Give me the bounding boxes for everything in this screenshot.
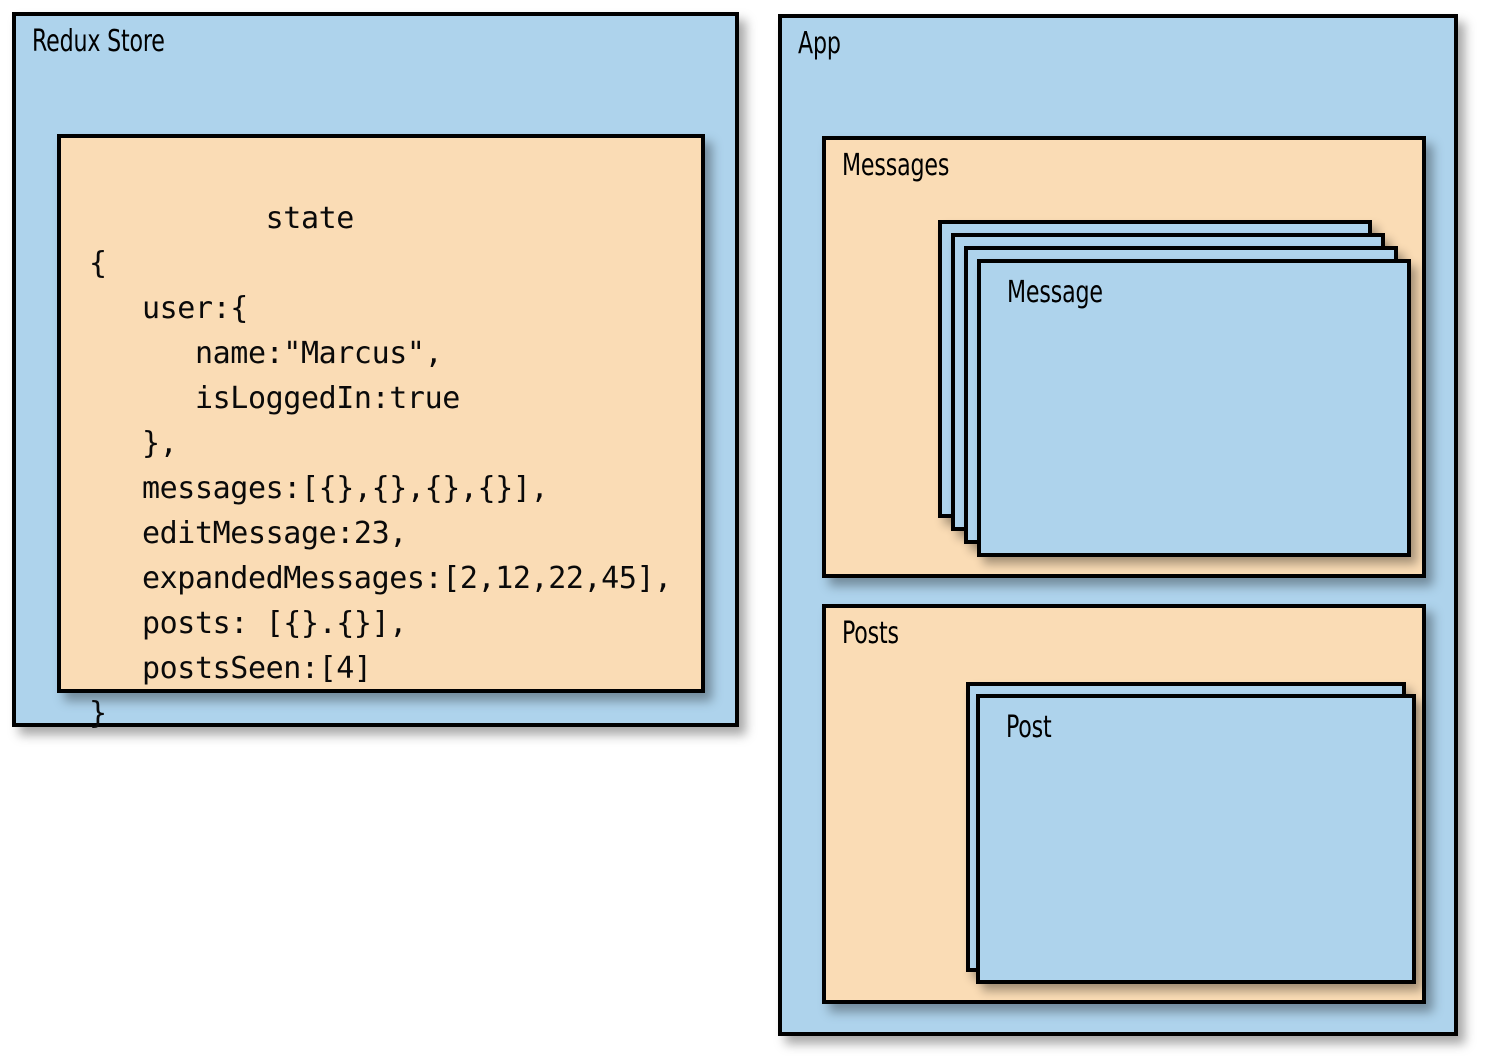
redux-store-title: Redux Store <box>32 24 165 59</box>
messages-title: Messages <box>842 148 950 183</box>
posts-container: Posts Post <box>822 604 1426 1004</box>
message-card-stack: Message <box>938 220 1418 560</box>
app-panel: App Messages Message Posts Post <box>778 14 1458 1036</box>
post-card-title: Post <box>1006 710 1052 745</box>
redux-store-panel: Redux Store state { user:{ name:"Marcus"… <box>12 12 739 731</box>
posts-title: Posts <box>842 616 899 651</box>
app-title: App <box>798 26 841 61</box>
message-card-title: Message <box>1007 275 1103 310</box>
post-card-stack: Post <box>966 682 1416 984</box>
state-code-text: state { user:{ name:"Marcus", isLoggedIn… <box>89 201 672 731</box>
state-code-box: state { user:{ name:"Marcus", isLoggedIn… <box>57 134 705 731</box>
messages-container: Messages Message <box>822 136 1426 578</box>
post-card[interactable]: Post <box>976 694 1416 984</box>
message-card[interactable]: Message <box>977 259 1411 557</box>
